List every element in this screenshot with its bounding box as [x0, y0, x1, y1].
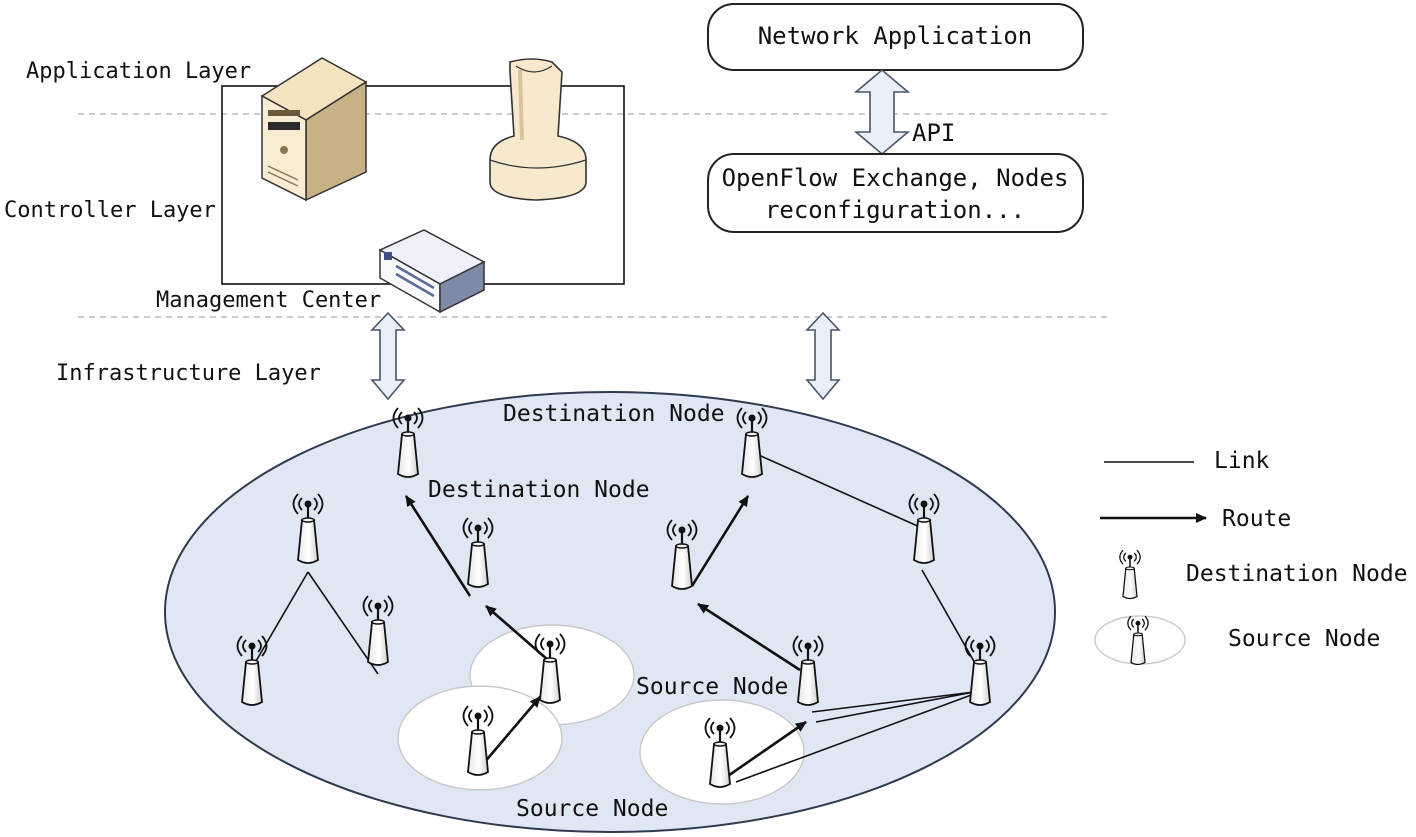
- controller-icon: [489, 58, 587, 201]
- source-node-label-bottom: Source Node: [516, 796, 668, 822]
- openflow-box: [707, 153, 1084, 233]
- legend-route-label: Route: [1222, 506, 1291, 532]
- route: [404, 495, 472, 597]
- application-infrastructure-arrow: [805, 311, 841, 401]
- destination-node-label-mid: Destination Node: [428, 477, 650, 503]
- link: [811, 691, 975, 713]
- server-icon: [260, 57, 368, 202]
- legend-source-label: Source Node: [1228, 626, 1380, 652]
- legend-destination-icon: [1119, 549, 1141, 600]
- infrastructure-layer-label: Infrastructure Layer: [56, 361, 321, 386]
- openflow-line1: OpenFlow Exchange, Nodes: [722, 164, 1069, 192]
- switch-icon: [378, 229, 486, 314]
- route: [690, 495, 750, 587]
- network-application-box: [707, 3, 1084, 71]
- controller-layer-label: Controller Layer: [4, 198, 216, 223]
- link: [735, 693, 975, 783]
- route: [697, 602, 801, 672]
- application-layer-label: Application Layer: [26, 59, 251, 84]
- destination-node-label-top: Destination Node: [503, 401, 725, 427]
- legend-link-label: Link: [1214, 448, 1270, 474]
- link: [751, 451, 923, 529]
- link: [815, 691, 975, 723]
- network-area: [164, 391, 1056, 833]
- link: [251, 571, 309, 669]
- controller-infrastructure-arrow: [370, 311, 406, 401]
- route: [721, 720, 807, 782]
- management-center-label: Management Center: [156, 288, 381, 313]
- openflow-line2: reconfiguration...: [765, 196, 1025, 224]
- link: [921, 569, 981, 673]
- link: [307, 571, 379, 675]
- network-application-label: Network Application: [758, 22, 1033, 50]
- source-node-label-right: Source Node: [636, 674, 788, 700]
- route: [477, 696, 541, 771]
- legend: Link Route Destination Node Source Node: [1094, 448, 1408, 666]
- api-label: API: [912, 119, 955, 147]
- api-arrow: [853, 68, 911, 156]
- legend-destination-label: Destination Node: [1186, 561, 1408, 587]
